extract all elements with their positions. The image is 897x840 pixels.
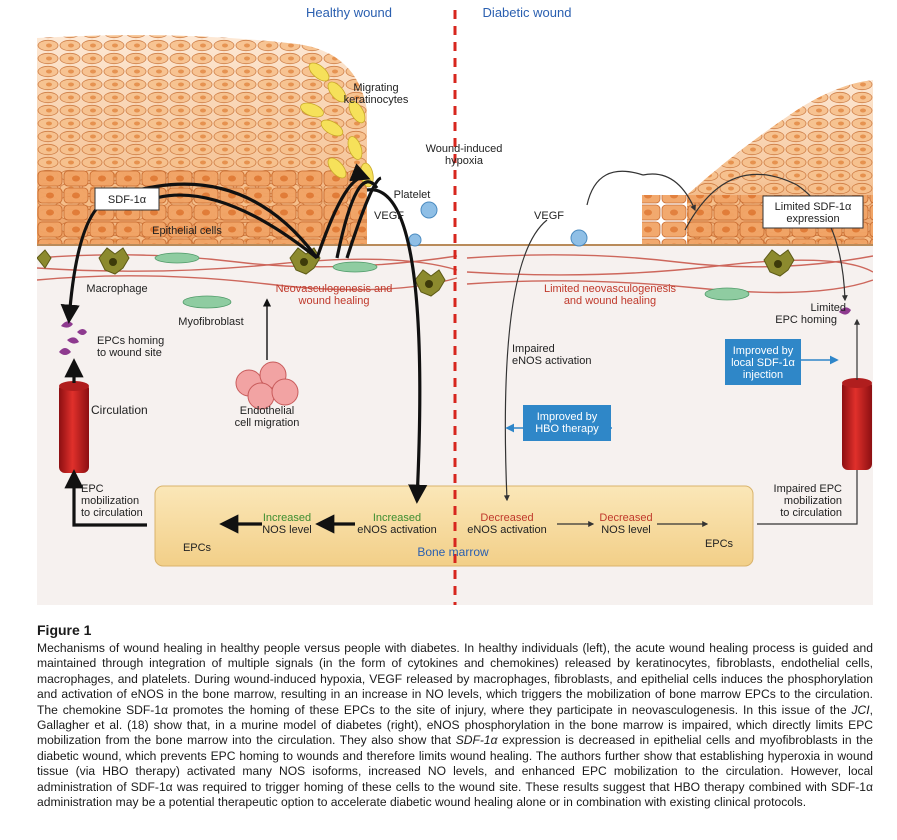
collagen-fibers bbox=[37, 254, 873, 294]
macrophage-icon bbox=[98, 247, 130, 275]
label-neo-2: wound healing bbox=[298, 295, 370, 307]
label-improved-local-1: Improved by bbox=[733, 345, 794, 357]
label-vegf-left: VEGF bbox=[374, 210, 404, 222]
label-inc-enos-2: eNOS activation bbox=[357, 524, 436, 536]
label-vegf-right: VEGF bbox=[534, 210, 564, 222]
caption-text: Mechanisms of wound healing in healthy p… bbox=[37, 641, 873, 810]
label-migrating-2: keratinocytes bbox=[344, 94, 409, 106]
label-neo-1: Neovasculogenesis and bbox=[276, 283, 393, 295]
label-impaired-enos-2: eNOS activation bbox=[512, 355, 591, 367]
label-epithelial: Epithelial cells bbox=[152, 225, 222, 237]
figure-caption: Figure 1 Mechanisms of wound healing in … bbox=[37, 622, 873, 810]
label-inc-nos-2: NOS level bbox=[262, 524, 312, 536]
label-bone-marrow: Bone marrow bbox=[417, 545, 489, 559]
caption-jci: JCI bbox=[851, 702, 870, 717]
label-dec-nos-1: Decreased bbox=[599, 512, 652, 524]
caption-title: Figure 1 bbox=[37, 622, 92, 638]
label-limited-neo-1: Limited neovasculogenesis bbox=[544, 283, 677, 295]
blood-vessel-left bbox=[59, 383, 89, 473]
label-migrating-1: Migrating bbox=[353, 82, 398, 94]
label-impaired-enos-1: Impaired bbox=[512, 343, 555, 355]
label-dec-enos-2: eNOS activation bbox=[467, 524, 546, 536]
caption-text-b: , Gallagher et al. (18) show that, in a … bbox=[37, 702, 873, 748]
caption-sdf-italic: SDF-1α bbox=[455, 733, 498, 748]
label-epc-homing-2: to wound site bbox=[97, 347, 162, 359]
label-endothelial-2: cell migration bbox=[235, 417, 300, 429]
header-healthy: Healthy wound bbox=[306, 5, 392, 20]
label-epc-mob-3: to circulation bbox=[81, 507, 143, 519]
label-epcs-left: EPCs bbox=[183, 542, 212, 554]
sdf-box bbox=[94, 187, 160, 211]
caption-text-c: expression is decreased in epithelial ce… bbox=[37, 733, 873, 810]
label-epc-homing-1: EPCs homing bbox=[97, 335, 164, 347]
label-inc-nos-1: Increased bbox=[263, 512, 311, 524]
label-limited-epc-1: Limited bbox=[811, 302, 846, 314]
label-epcs-right: EPCs bbox=[705, 538, 734, 550]
label-dec-nos-2: NOS level bbox=[601, 524, 651, 536]
label-endothelial-1: Endothelial bbox=[240, 405, 294, 417]
label-improved-hbo-1: Improved by bbox=[537, 411, 598, 423]
label-sdf: SDF-1α bbox=[108, 194, 147, 206]
label-impaired-epc-1: Impaired EPC bbox=[774, 483, 843, 495]
label-limited-sdf-1: Limited SDF-1α bbox=[775, 201, 852, 213]
label-platelet: Platelet bbox=[394, 189, 431, 201]
label-epc-mob-1: EPC bbox=[81, 483, 104, 495]
label-impaired-epc-3: to circulation bbox=[780, 507, 842, 519]
blood-vessel-right bbox=[842, 380, 872, 470]
label-limited-neo-2: and wound healing bbox=[564, 295, 656, 307]
label-macrophage: Macrophage bbox=[86, 283, 147, 295]
label-hypoxia-1: Wound-induced bbox=[426, 143, 503, 155]
label-dec-enos-1: Decreased bbox=[480, 512, 533, 524]
label-limited-sdf-2: expression bbox=[786, 213, 839, 225]
label-myofibroblast: Myofibroblast bbox=[178, 316, 243, 328]
label-hypoxia-2: hypoxia bbox=[445, 155, 484, 167]
figure-illustration: Healthy wound Diabetic wound Migrating k… bbox=[37, 0, 873, 605]
label-epc-mob-2: mobilization bbox=[81, 495, 139, 507]
myofibroblast-icon bbox=[154, 252, 750, 309]
caption-text-a: Mechanisms of wound healing in healthy p… bbox=[37, 641, 873, 717]
endothelial-cells-icon bbox=[235, 361, 299, 410]
header-diabetic: Diabetic wound bbox=[483, 5, 572, 20]
label-circulation: Circulation bbox=[91, 403, 148, 417]
platelet-icon bbox=[420, 201, 438, 219]
label-inc-enos-1: Increased bbox=[373, 512, 421, 524]
label-improved-local-3: injection bbox=[743, 369, 783, 381]
label-improved-local-2: local SDF-1α bbox=[731, 357, 795, 369]
hbo-therapy-box bbox=[523, 405, 611, 441]
label-impaired-epc-2: mobilization bbox=[784, 495, 842, 507]
label-improved-hbo-2: HBO therapy bbox=[535, 423, 599, 435]
local-sdf-injection-box bbox=[725, 339, 801, 385]
limited-sdf-box bbox=[762, 195, 864, 229]
label-limited-epc-2: EPC homing bbox=[775, 314, 837, 326]
